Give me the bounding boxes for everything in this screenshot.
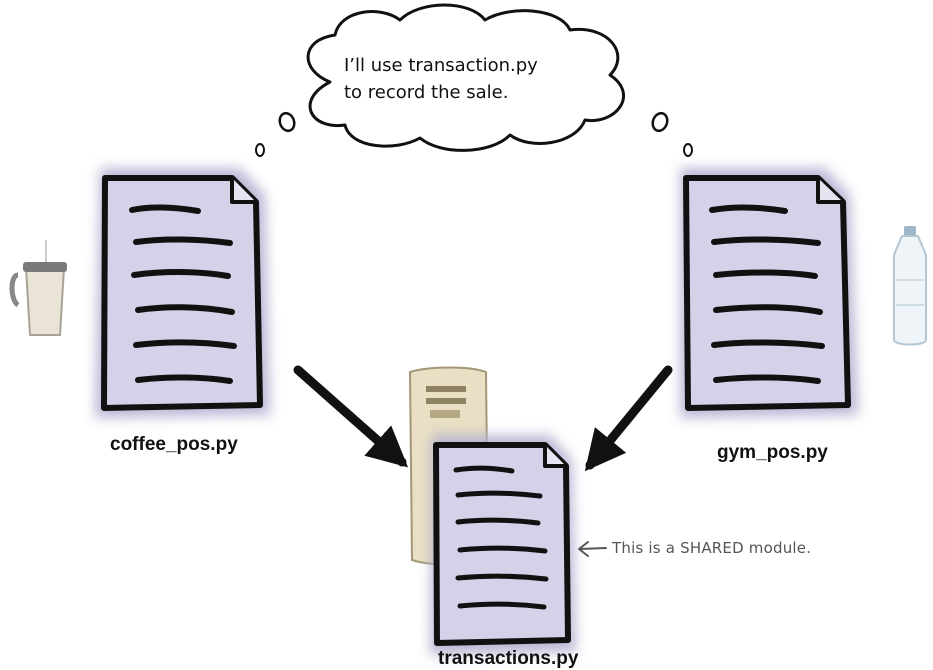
document-icon bbox=[430, 435, 576, 655]
shared-file-label: transactions.py bbox=[438, 648, 579, 669]
arrow-icon bbox=[293, 365, 409, 468]
gym-file-label: gym_pos.py bbox=[717, 442, 828, 463]
thought-line-1: I’ll use transaction.py bbox=[344, 55, 538, 76]
thought-bubble-text: I’ll use transaction.py to record the sa… bbox=[344, 52, 594, 106]
thought-bubble-icon bbox=[255, 3, 693, 157]
coffee-mug-icon bbox=[9, 240, 67, 336]
thought-line-2: to record the sale. bbox=[344, 82, 509, 103]
shared-module-note: This is a SHARED module. bbox=[612, 539, 812, 557]
document-icon bbox=[95, 168, 270, 418]
arrow-icon bbox=[584, 365, 673, 472]
document-icon bbox=[680, 168, 858, 418]
annotation-arrow-icon bbox=[578, 541, 607, 557]
coffee-file-label: coffee_pos.py bbox=[110, 434, 238, 455]
water-bottle-icon bbox=[893, 226, 927, 346]
